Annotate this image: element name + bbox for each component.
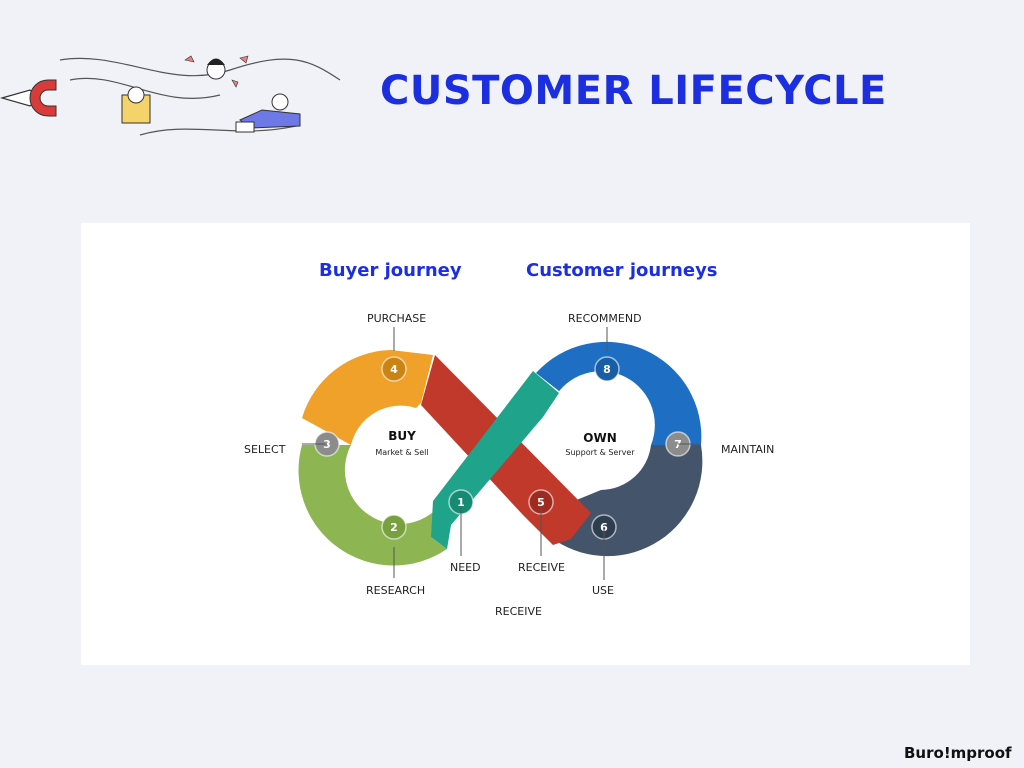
label-select: SELECT	[244, 443, 286, 456]
own-center-title: OWN	[583, 431, 617, 445]
label-maintain: MAINTAIN	[721, 443, 775, 456]
stage-8-segment	[536, 341, 702, 445]
stage-4-badge	[381, 356, 407, 382]
stage-2-segment	[298, 445, 447, 566]
stage-2-badge	[381, 514, 407, 540]
label-recommend: RECOMMEND	[568, 312, 642, 325]
stage-8-badge	[594, 356, 620, 382]
label-purchase: PURCHASE	[367, 312, 427, 325]
stage-4-number: 4	[390, 363, 398, 376]
buyer-journey-heading: Buyer journey	[319, 260, 462, 281]
label-use: USE	[592, 584, 614, 597]
customer-journeys-heading: Customer journeys	[526, 260, 718, 281]
page-title: CUSTOMER LIFECYCLE	[380, 68, 887, 114]
buy-center-title: BUY	[388, 429, 416, 443]
stage-1-number: 1	[457, 496, 465, 509]
label-receive-5: RECEIVE	[518, 561, 565, 574]
brand-logo: Buro!mproof	[904, 744, 1012, 762]
stage-5-number: 5	[537, 496, 545, 509]
buy-center-subtitle: Market & Sell	[375, 448, 429, 457]
own-center-subtitle: Support & Server	[565, 448, 635, 457]
stage-2-number: 2	[390, 521, 398, 534]
header-illustration	[0, 55, 341, 136]
label-need: NEED	[450, 561, 481, 574]
label-receive-extra: RECEIVE	[495, 605, 542, 618]
stage-8-number: 8	[603, 363, 611, 376]
label-research: RESEARCH	[366, 584, 426, 597]
